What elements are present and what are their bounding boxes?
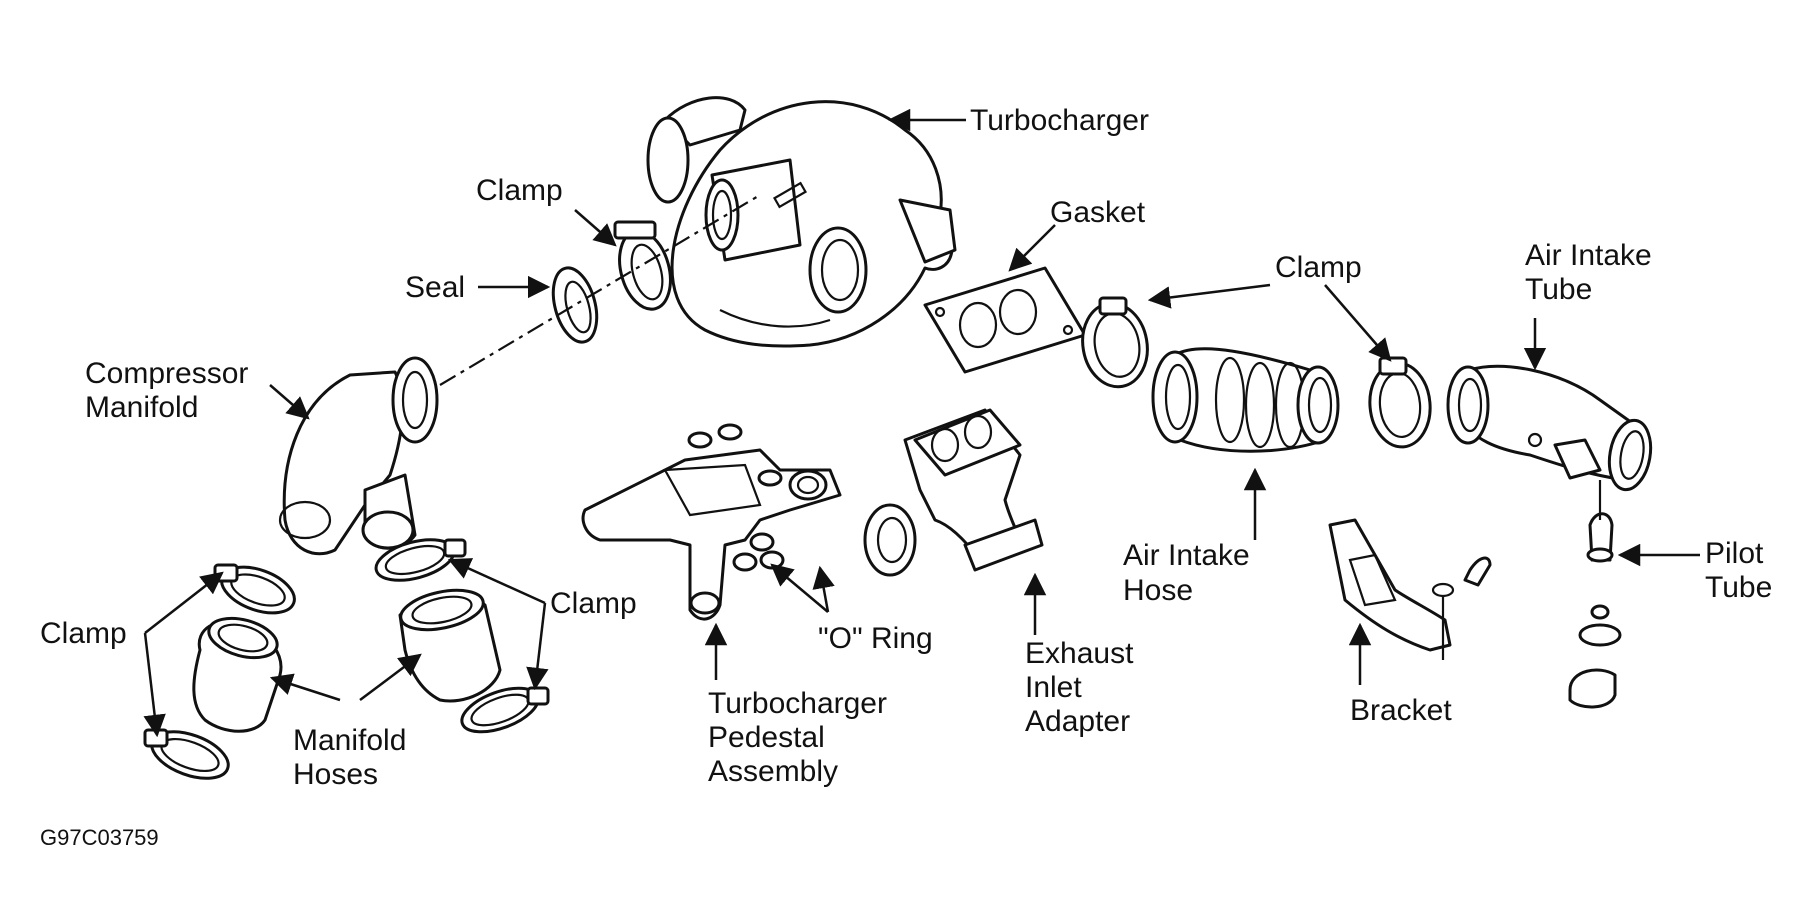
label-clamp-mid: Clamp xyxy=(550,587,637,620)
gasket-part xyxy=(923,266,1087,374)
label-exhaust-inlet-1: Exhaust xyxy=(1025,637,1134,670)
label-manifold-hoses-2: Hoses xyxy=(293,758,378,791)
label-clamp-right: Clamp xyxy=(1275,251,1362,284)
pilot-tube-part xyxy=(1568,480,1622,709)
label-seal: Seal xyxy=(405,271,465,304)
label-o-ring: "O" Ring xyxy=(818,622,933,655)
seal-part xyxy=(551,266,599,344)
leader-lines xyxy=(143,108,1700,738)
manifold-hoses-mid-part xyxy=(374,538,550,734)
bracket-part xyxy=(1328,518,1492,660)
label-pedestal-3: Assembly xyxy=(708,755,838,788)
alignment-axis xyxy=(439,194,761,386)
exhaust-inlet-adapter-part xyxy=(863,408,1044,577)
clamp-right-1-part xyxy=(1081,296,1149,389)
turbocharger-part xyxy=(646,96,957,348)
label-gasket: Gasket xyxy=(1050,196,1146,229)
label-air-intake-hose-1: Air Intake xyxy=(1123,539,1250,572)
air-intake-tube-part xyxy=(1446,364,1653,492)
clamp-right-2-part xyxy=(1368,356,1432,449)
clamp-vband-part xyxy=(613,220,672,311)
manifold-hoses-left-part xyxy=(143,563,296,780)
label-exhaust-inlet-2: Inlet xyxy=(1025,671,1082,704)
air-intake-hose-part xyxy=(1151,347,1340,453)
label-turbocharger: Turbocharger xyxy=(970,104,1149,137)
label-exhaust-inlet-3: Adapter xyxy=(1025,705,1130,738)
label-pilot-tube-2: Tube xyxy=(1705,571,1772,604)
pedestal-assembly-part xyxy=(581,423,842,621)
label-pedestal-1: Turbocharger xyxy=(708,687,887,720)
label-compressor-manifold-2: Manifold xyxy=(85,391,198,424)
label-air-intake-tube-2: Tube xyxy=(1525,273,1592,306)
label-pedestal-2: Pedestal xyxy=(708,721,825,754)
label-manifold-hoses-1: Manifold xyxy=(293,724,406,757)
label-air-intake-hose-2: Hose xyxy=(1123,574,1193,607)
compressor-manifold-part xyxy=(278,356,439,556)
label-pilot-tube-1: Pilot xyxy=(1705,537,1764,570)
label-compressor-manifold-1: Compressor xyxy=(85,357,248,390)
figure-code: G97C03759 xyxy=(40,825,159,850)
label-air-intake-tube-1: Air Intake xyxy=(1525,239,1652,272)
label-bracket: Bracket xyxy=(1350,694,1452,727)
label-clamp-top: Clamp xyxy=(476,174,563,207)
label-clamp-left: Clamp xyxy=(40,617,127,650)
